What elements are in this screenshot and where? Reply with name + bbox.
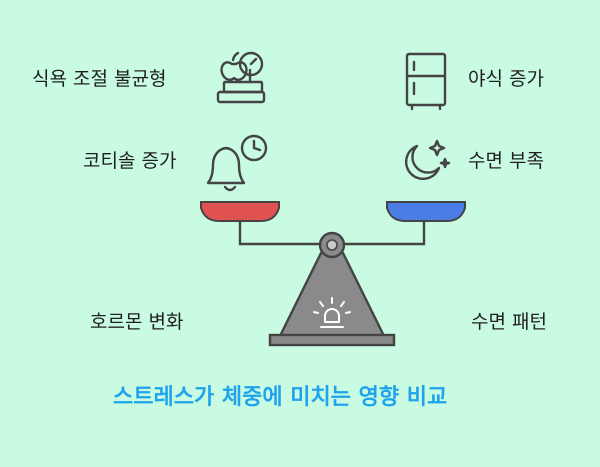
moon-stars-icon [404,139,451,181]
label-cortisol-increase: 코티솔 증가 [83,150,177,172]
refrigerator-icon [405,52,447,111]
right-pan [386,201,466,222]
alarm-clock-icon [206,134,268,192]
left-pan [200,201,280,222]
label-late-night-eating: 야식 증가 [468,68,544,90]
label-sleep-pattern: 수면 패턴 [471,311,547,333]
scale-base [268,231,396,347]
scale-apple-icon [216,51,266,104]
label-sleep-deprivation: 수면 부족 [468,150,544,172]
label-hormone-change: 호르몬 변화 [90,311,184,333]
lightbulb-icon [313,297,351,328]
label-appetite-imbalance: 식욕 조절 불균형 [32,68,167,90]
diagram-title: 스트레스가 체중에 미치는 영향 비교 [113,385,448,410]
